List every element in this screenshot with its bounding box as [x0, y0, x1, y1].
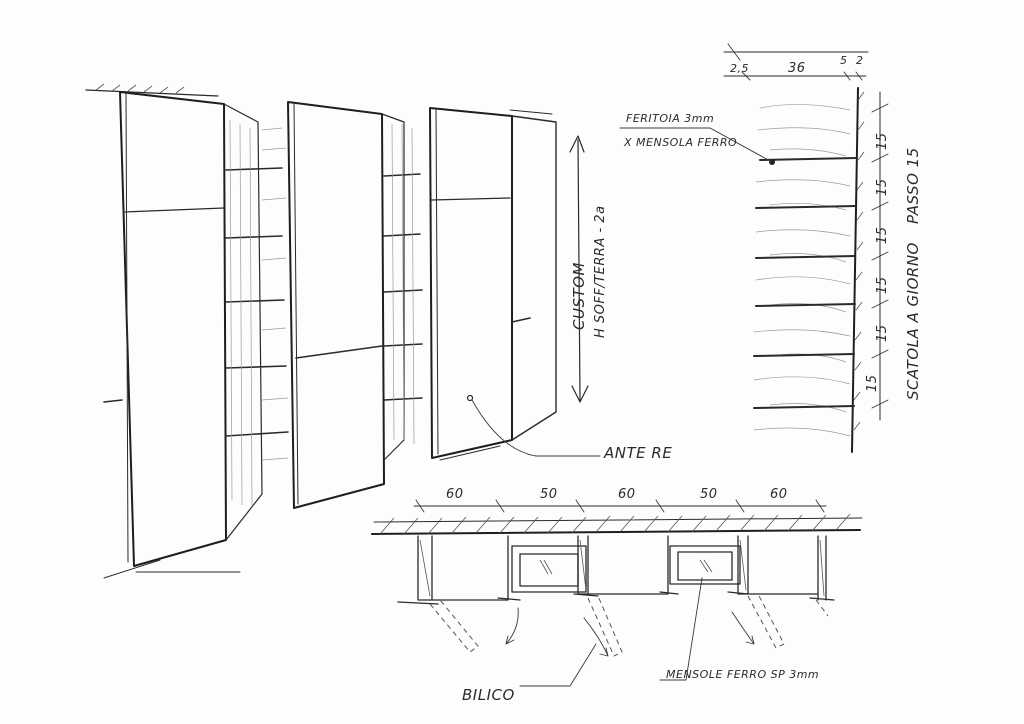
feritoia-label: FERITOIA 3mm	[626, 112, 714, 125]
plan-boxes	[397, 535, 835, 605]
side-dim-2: 15	[875, 178, 890, 196]
door-panel-2	[287, 101, 385, 509]
door-panel-1	[119, 91, 227, 567]
passo-label: PASSO 15	[904, 147, 922, 224]
door-panel-3	[429, 107, 513, 459]
iron-shelves	[753, 157, 857, 409]
plan-dim-3: 60	[618, 487, 636, 502]
scatola-label: SCATOLA A GIORNO	[904, 242, 922, 400]
top-dim-1: 2,5	[730, 62, 749, 75]
height-dimension	[569, 135, 589, 403]
top-dim-4: 2	[856, 54, 864, 67]
plan-dim-1: 60	[446, 487, 464, 502]
side-dim-3: 15	[875, 226, 890, 244]
side-dim-1: 15	[875, 132, 890, 150]
mensole-ferro-label: MENSOLE FERRO SP 3mm	[666, 668, 819, 681]
perspective-view	[85, 83, 601, 579]
side-dim-6: 15	[865, 374, 880, 392]
plan-dim-5: 60	[770, 487, 788, 502]
top-dim-3: 5	[840, 54, 848, 67]
height-note-label: H SOFF/TERRA - 2a	[593, 205, 608, 338]
side-dim-4: 15	[875, 276, 890, 294]
side-dim-5: 15	[875, 324, 890, 342]
top-dim-2: 36	[788, 61, 806, 76]
section-detail: 2,5 36 5 2	[619, 43, 890, 453]
bilico-label: BILICO	[462, 686, 515, 704]
ante-re-label: ANTE RE	[603, 444, 672, 462]
plan-view	[371, 499, 863, 687]
plan-dim-2: 50	[540, 487, 558, 502]
custom-label: CUSTOM	[570, 262, 588, 330]
plan-dim-4: 50	[700, 487, 718, 502]
mensola-ferro-label: X MENSOLA FERRO	[623, 136, 737, 149]
shelves-column-1	[225, 167, 289, 437]
